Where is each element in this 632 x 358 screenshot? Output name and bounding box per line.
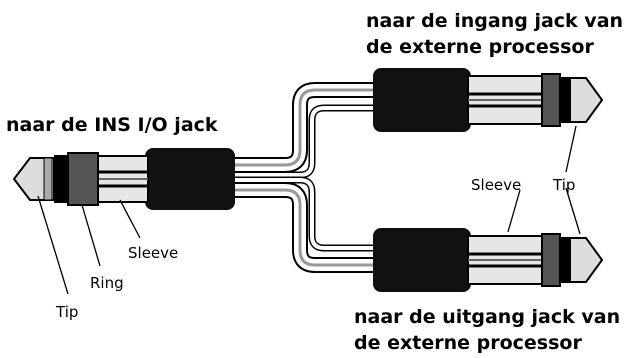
- trs-plug-left: [12, 148, 235, 210]
- trs-plug-top-right: [373, 68, 604, 132]
- plug-body-left: [145, 148, 235, 210]
- plug-tip-bottom-right: [569, 237, 604, 283]
- trs-plug-bottom-right: [373, 228, 604, 292]
- heading-input-line1: naar de ingang jack van: [366, 10, 623, 32]
- heading-input-line2: de externe processor: [366, 36, 594, 58]
- label-right-tip: Tip: [552, 176, 575, 194]
- label-right-sleeve: Sleeve: [471, 176, 521, 194]
- plug-body-top-right: [373, 68, 471, 132]
- plug-tip-top-right: [569, 77, 604, 123]
- leader-lines: [37, 125, 581, 295]
- label-left-sleeve: Sleeve: [128, 244, 178, 262]
- label-left-tip: Tip: [55, 303, 78, 321]
- heading-output-line1: naar de uitgang jack van: [354, 306, 620, 328]
- cable-bundle: [235, 82, 375, 273]
- plug-body-bottom-right: [373, 228, 471, 292]
- heading-ins-io: naar de INS I/O jack: [6, 114, 218, 136]
- label-left-ring: Ring: [90, 274, 124, 292]
- heading-output-line2: de externe processor: [354, 332, 582, 354]
